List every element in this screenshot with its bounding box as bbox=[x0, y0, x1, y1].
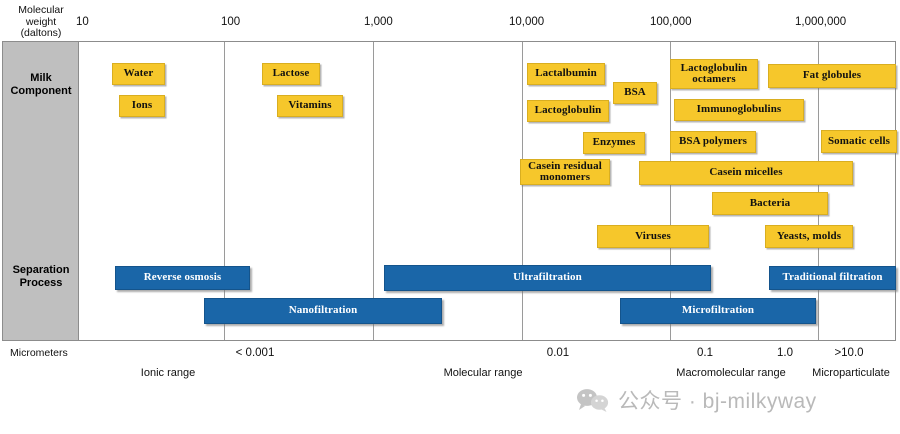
component-box-somatic-cells: Somatic cells bbox=[821, 130, 897, 153]
component-label: Yeasts, molds bbox=[776, 229, 842, 242]
row-label-column: Milk Component Separation Process bbox=[3, 42, 79, 340]
process-bar-microfiltration: Microfiltration bbox=[620, 298, 816, 324]
row-label-separation-process: Separation Process bbox=[3, 264, 79, 290]
sep-label-line-1: Separation bbox=[12, 264, 70, 276]
range-label-molecular: Molecular range bbox=[443, 367, 523, 379]
component-box-bsa-polymers: BSA polymers bbox=[670, 131, 756, 153]
component-label-line-1: Lactoglobulin bbox=[680, 62, 748, 74]
process-label: Microfiltration bbox=[681, 304, 755, 317]
range-label-macromolecular: Macromolecular range bbox=[676, 367, 786, 379]
component-label: Enzymes bbox=[592, 136, 636, 149]
process-label: Nanofiltration bbox=[288, 304, 358, 317]
mw-tick-10: 10 bbox=[76, 16, 89, 28]
process-label: Reverse osmosis bbox=[143, 271, 222, 284]
component-box-viruses: Viruses bbox=[597, 225, 709, 248]
component-label: Lactoglobulin bbox=[534, 104, 602, 117]
um-tick-10: 1.0 bbox=[777, 347, 793, 359]
component-label-line-1: Casein residual bbox=[528, 160, 602, 172]
component-box-fat-globules: Fat globules bbox=[768, 64, 896, 88]
process-label: Traditional filtration bbox=[782, 271, 883, 284]
process-label: Ultrafiltration bbox=[513, 271, 582, 284]
component-label: Somatic cells bbox=[827, 134, 891, 147]
component-box-bacteria: Bacteria bbox=[712, 192, 828, 215]
component-label-line-2: octamers bbox=[692, 73, 736, 85]
um-tick-001: 0.01 bbox=[546, 347, 570, 359]
um-tick-gt100: >10.0 bbox=[834, 347, 864, 359]
component-label: Bacteria bbox=[749, 196, 791, 209]
process-bar-nanofiltration: Nanofiltration bbox=[204, 298, 442, 324]
range-label-microparticulate: Microparticulate bbox=[812, 367, 890, 379]
gridline-10000 bbox=[522, 42, 523, 340]
mw-label-line-2: weight bbox=[25, 15, 57, 28]
component-box-water: Water bbox=[112, 63, 165, 85]
process-bar-traditional-filtration: Traditional filtration bbox=[769, 266, 896, 290]
component-label: Lactose bbox=[272, 67, 310, 80]
micrometer-axis: Micrometers < 0.001 0.01 0.1 1.0 >10.0 I… bbox=[2, 340, 896, 385]
component-box-immunoglobulins: Immunoglobulins bbox=[674, 99, 804, 121]
watermark-text: 公众号 · bj-milkyway bbox=[618, 390, 817, 413]
component-box-lactalbumin: Lactalbumin bbox=[527, 63, 605, 85]
component-label: Ions bbox=[131, 99, 153, 112]
component-box-ions: Ions bbox=[119, 95, 165, 117]
component-box-casein-micelles: Casein micelles bbox=[639, 161, 853, 185]
component-box-enzymes: Enzymes bbox=[583, 132, 645, 154]
mw-label-line-3: (daltons) bbox=[20, 27, 62, 39]
mw-tick-10000: 10,000 bbox=[509, 16, 545, 28]
gridline-1000 bbox=[373, 42, 374, 340]
mw-tick-1000: 1,000 bbox=[364, 16, 393, 28]
sep-label-line-2: Process bbox=[19, 277, 63, 289]
component-box-lactoglobulin-octamers: Lactoglobulin octamers bbox=[670, 59, 758, 89]
wechat-icon bbox=[577, 389, 609, 412]
component-label: Water bbox=[123, 67, 154, 80]
gridline-100 bbox=[224, 42, 225, 340]
component-box-yeasts-molds: Yeasts, molds bbox=[765, 225, 853, 248]
component-box-casein-residual-monomers: Casein residual monomers bbox=[520, 159, 610, 185]
component-label: BSA polymers bbox=[678, 135, 748, 148]
component-label: Viruses bbox=[635, 229, 671, 242]
component-box-bsa: BSA bbox=[613, 82, 657, 104]
row-label-milk-component: Milk Component bbox=[3, 72, 79, 98]
milk-label-line-1: Milk bbox=[30, 72, 52, 84]
component-label: Immunoglobulins bbox=[696, 103, 782, 116]
um-tick-01: 0.1 bbox=[697, 347, 713, 359]
component-label: BSA bbox=[624, 86, 646, 99]
mw-label-line-1: Molecular bbox=[18, 4, 64, 16]
component-label: Fat globules bbox=[802, 69, 862, 82]
component-label: Casein micelles bbox=[709, 166, 783, 179]
molecular-weight-axis: Molecular weight (daltons) 10 100 1,000 … bbox=[2, 2, 896, 42]
component-box-vitamins: Vitamins bbox=[277, 95, 343, 117]
component-label-line-2: monomers bbox=[539, 171, 591, 183]
watermark: 公众号 · bj-milkyway bbox=[576, 385, 817, 415]
component-label: Vitamins bbox=[288, 99, 332, 112]
milk-label-line-2: Component bbox=[10, 85, 72, 97]
molecular-weight-axis-label: Molecular weight (daltons) bbox=[8, 4, 74, 40]
range-label-ionic: Ionic range bbox=[140, 367, 196, 379]
plot-area: Water Ions Lactose Vitamins Lactalbumin … bbox=[79, 42, 897, 340]
component-box-lactoglobulin: Lactoglobulin bbox=[527, 100, 609, 122]
component-label: Lactalbumin bbox=[535, 67, 597, 80]
gridline-1000000 bbox=[818, 42, 819, 340]
component-box-lactose: Lactose bbox=[262, 63, 320, 85]
process-bar-ultrafiltration: Ultrafiltration bbox=[384, 265, 711, 291]
gridline-100000 bbox=[670, 42, 671, 340]
mw-tick-100: 100 bbox=[221, 16, 241, 28]
micrometer-axis-label: Micrometers bbox=[10, 347, 68, 359]
mw-tick-100000: 100,000 bbox=[650, 16, 692, 28]
mw-tick-1000000: 1,000,000 bbox=[795, 16, 847, 28]
process-bar-reverse-osmosis: Reverse osmosis bbox=[115, 266, 250, 290]
um-tick-0001: < 0.001 bbox=[235, 347, 275, 359]
